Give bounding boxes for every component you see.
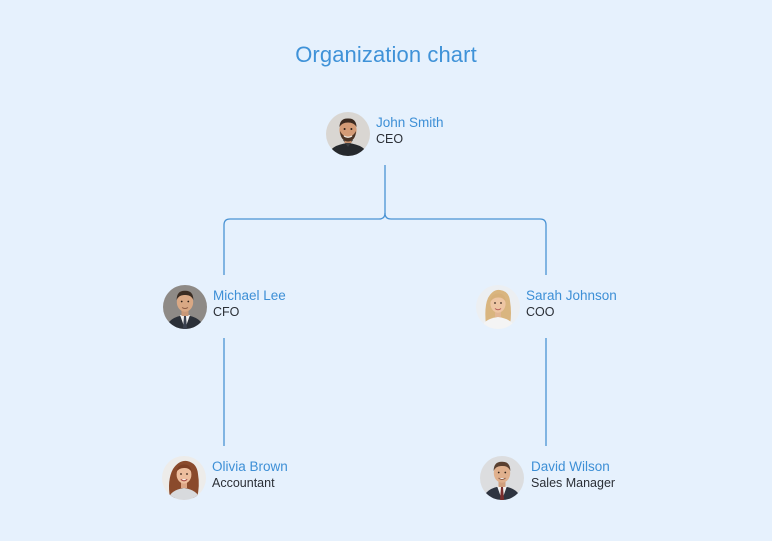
org-node-accountant[interactable]: Olivia Brown Accountant [162,456,302,502]
person-role: Sales Manager [531,476,616,490]
person-role: COO [526,305,555,319]
connector-ceo-to-coo [384,212,547,275]
person-role: CEO [376,132,404,146]
avatar-david-wilson [480,456,524,500]
avatar-sarah-johnson [476,285,520,329]
person-role: Accountant [212,476,275,490]
connector-ceo-to-cfo [223,218,379,275]
chart-title: Organization chart [295,42,477,67]
avatar-michael-lee [163,285,207,329]
org-node-coo[interactable]: Sarah Johnson COO [476,285,626,331]
person-name: Olivia Brown [212,459,288,474]
person-name: Sarah Johnson [526,288,617,303]
avatar-olivia-brown [162,456,206,500]
person-role: CFO [213,305,240,319]
org-node-cfo[interactable]: Michael Lee CFO [163,285,303,331]
org-node-ceo[interactable]: John Smith CEO [326,112,466,158]
connector-ceo-trunk [378,165,386,220]
person-name: David Wilson [531,459,610,474]
avatar-john-smith [326,112,370,156]
person-name: John Smith [376,115,444,130]
org-node-sales-manager[interactable]: David Wilson Sales Manager [480,456,630,502]
person-name: Michael Lee [213,288,286,303]
